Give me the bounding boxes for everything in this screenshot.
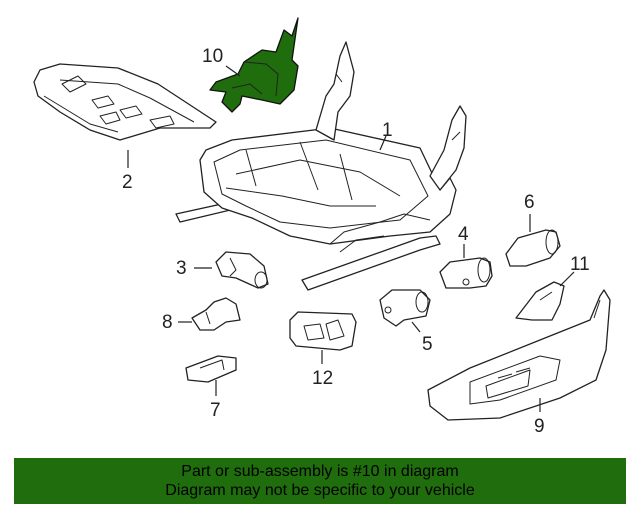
callout-9: 9 (534, 416, 545, 437)
part-4-motor[interactable] (439, 257, 493, 289)
part-2-cushion-pan[interactable] (33, 63, 217, 141)
info-banner: Part or sub-assembly is #10 in diagram D… (14, 458, 626, 504)
banner-line-2: Diagram may not be specific to your vehi… (165, 482, 475, 499)
callout-3: 3 (176, 258, 187, 279)
part-7-clip[interactable] (185, 355, 237, 383)
callout-5: 5 (422, 334, 433, 355)
banner-line-1: Part or sub-assembly is #10 in diagram (181, 463, 459, 480)
callout-7: 7 (210, 400, 221, 421)
part-11-trim-cover[interactable] (515, 281, 565, 321)
callout-leaders (127, 65, 575, 412)
callout-4: 4 (458, 224, 469, 245)
part-8-bracket[interactable] (191, 297, 241, 331)
part-12-switch[interactable] (289, 311, 357, 351)
callout-10: 10 (202, 46, 223, 67)
part-1-seat-frame[interactable] (175, 41, 467, 291)
callout-8: 8 (162, 312, 173, 333)
callout-11: 11 (570, 254, 590, 275)
callout-1: 1 (382, 120, 393, 141)
callout-12: 12 (312, 368, 333, 389)
part-9-side-shield[interactable] (427, 289, 611, 421)
part-3-motor[interactable] (215, 251, 269, 289)
callout-2: 2 (122, 172, 133, 193)
part-6-motor[interactable] (505, 229, 561, 267)
part-10-bracket-highlighted[interactable] (209, 17, 299, 113)
callout-6: 6 (524, 192, 535, 213)
part-5-motor[interactable] (379, 289, 431, 327)
